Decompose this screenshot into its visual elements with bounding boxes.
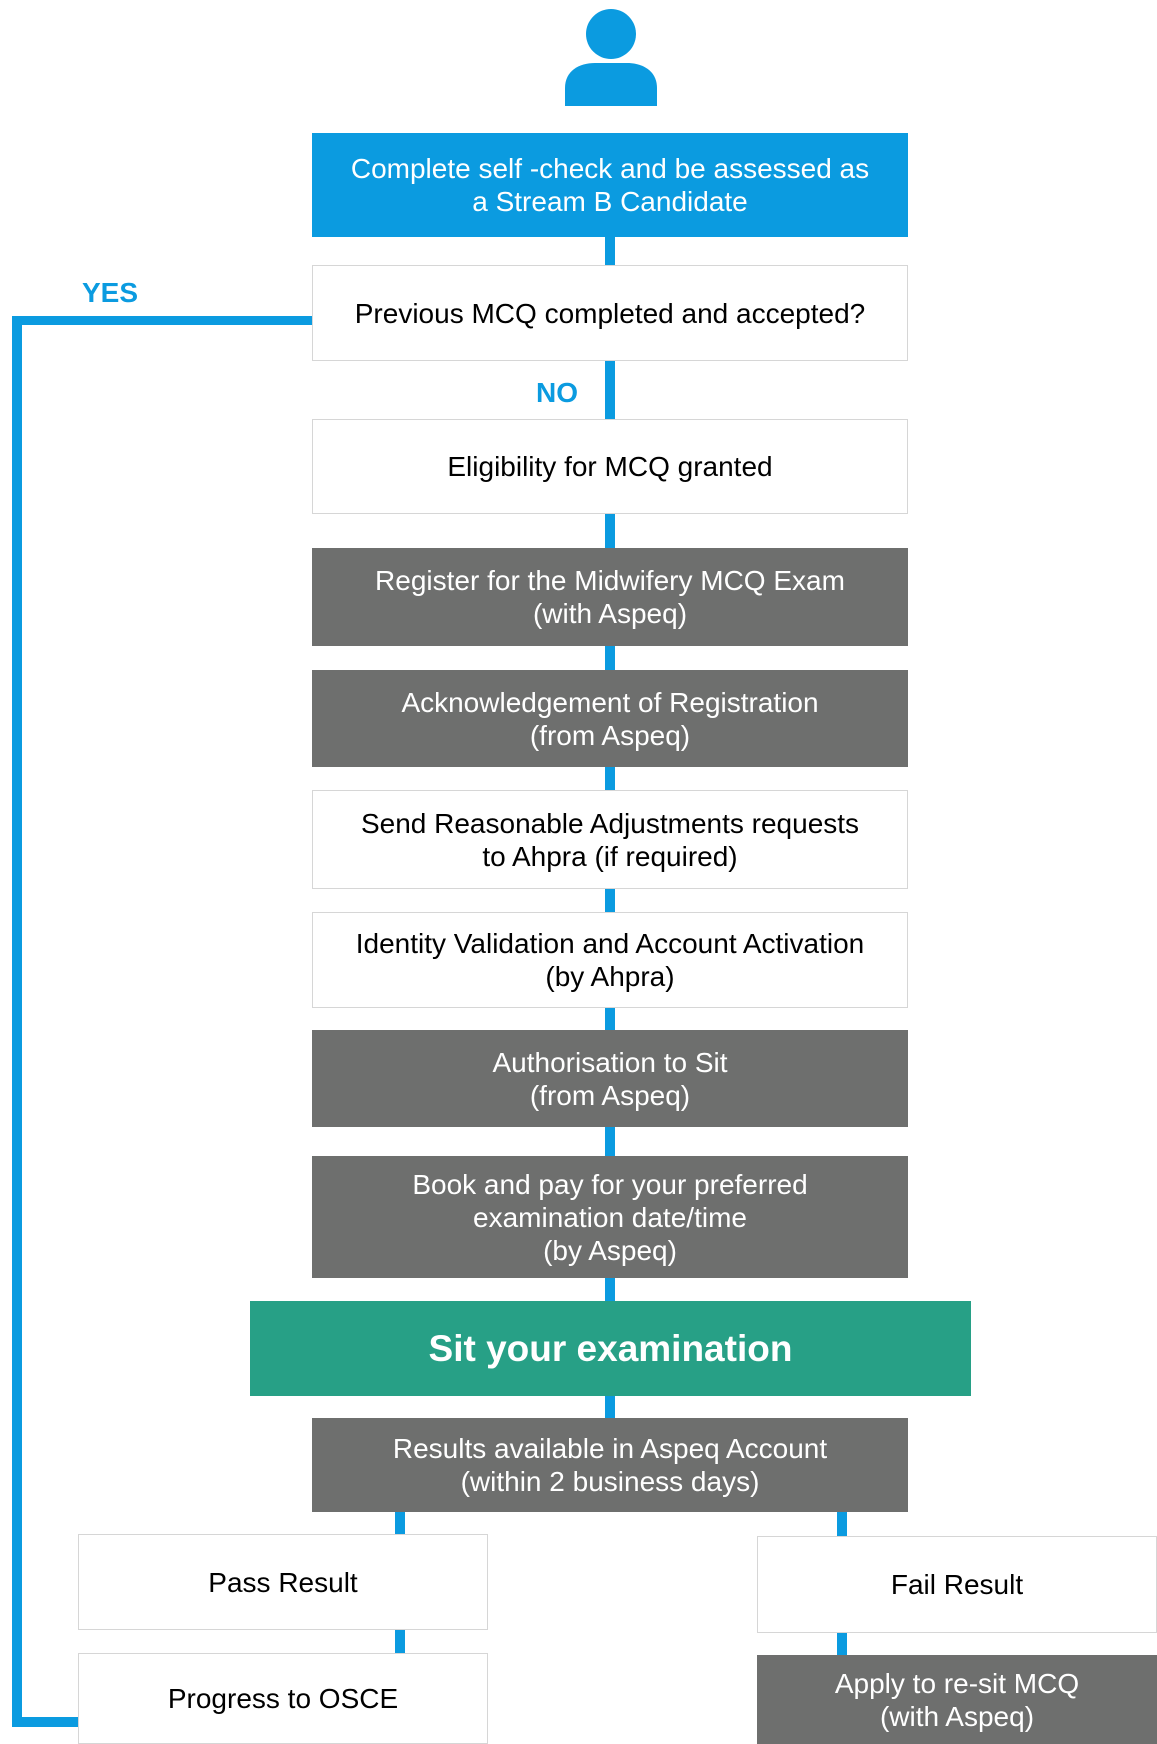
- step-book-and-pay: Book and pay for your preferred examinat…: [312, 1156, 908, 1278]
- connector: [605, 646, 615, 670]
- pass-result: Pass Result: [78, 1534, 488, 1630]
- step-eligibility: Eligibility for MCQ granted: [312, 419, 908, 514]
- step-authorisation: Authorisation to Sit (from Aspeq): [312, 1030, 908, 1127]
- connector: [605, 1396, 615, 1418]
- yes-branch-line: [12, 316, 312, 325]
- step-register: Register for the Midwifery MCQ Exam (wit…: [312, 548, 908, 646]
- yes-label: YES: [82, 277, 139, 308]
- decision-previous-mcq: Previous MCQ completed and accepted?: [312, 265, 908, 361]
- step-acknowledgement: Acknowledgement of Registration (from As…: [312, 670, 908, 767]
- step-results: Results available in Aspeq Account (with…: [312, 1418, 908, 1512]
- fail-result: Fail Result: [757, 1536, 1157, 1633]
- connector: [837, 1512, 847, 1536]
- apply-resit: Apply to re-sit MCQ (with Aspeq): [757, 1655, 1157, 1744]
- connector: [395, 1512, 405, 1534]
- step-sit-exam: Sit your examination: [250, 1301, 971, 1396]
- yes-branch-line: [12, 316, 22, 1727]
- progress-osce: Progress to OSCE: [78, 1653, 488, 1744]
- person-icon: [565, 9, 657, 106]
- connector: [605, 237, 615, 265]
- connector: [605, 889, 615, 912]
- step-self-check: Complete self -check and be assessed as …: [312, 133, 908, 237]
- connector: [837, 1633, 847, 1655]
- connector: [605, 514, 615, 548]
- connector: [605, 1008, 615, 1030]
- yes-branch-line: [12, 1717, 78, 1727]
- connector: [605, 1278, 615, 1301]
- step-reasonable-adjustments: Send Reasonable Adjustments requests to …: [312, 790, 908, 889]
- step-identity-validation: Identity Validation and Account Activati…: [312, 912, 908, 1008]
- connector: [605, 767, 615, 790]
- connector: [605, 361, 615, 419]
- connector: [395, 1630, 405, 1653]
- connector: [605, 1127, 615, 1156]
- no-label: NO: [536, 377, 578, 408]
